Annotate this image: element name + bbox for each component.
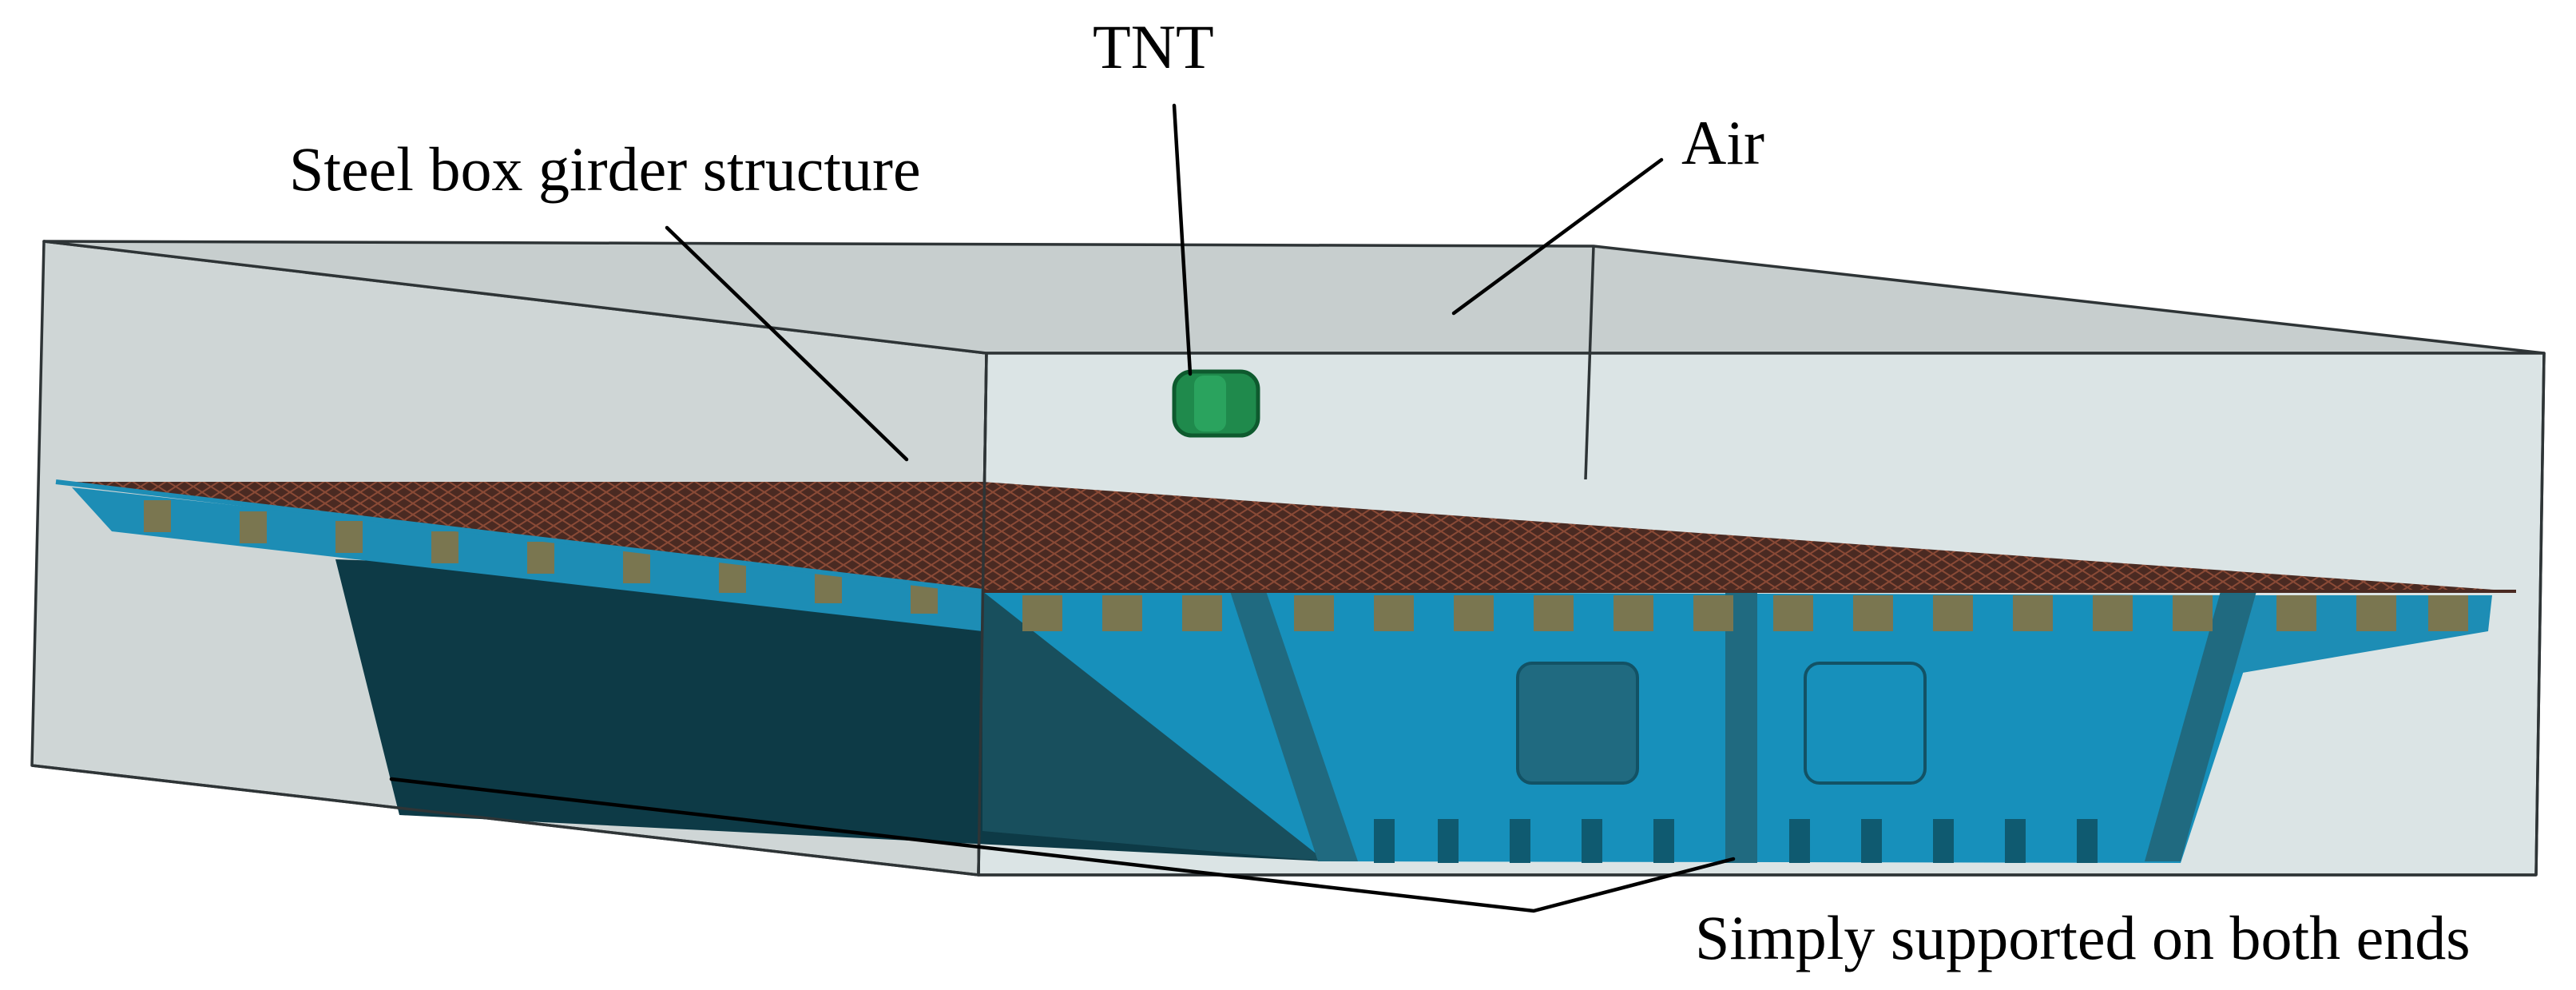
girder-right-inclined-web	[2145, 591, 2256, 861]
tnt-leader-line	[1172, 103, 1193, 376]
air-domain-front-edges	[31, 352, 2546, 877]
girder-deck-edge	[55, 479, 983, 594]
steel-box-girder-label: Steel box girder structure	[289, 134, 921, 204]
leader-lines	[389, 103, 1736, 913]
girder-access-opening-left	[1516, 662, 1639, 785]
steel-girder-leader-line	[665, 225, 909, 462]
air-domain-back-edge	[1584, 245, 1595, 480]
girder-deck-plate	[56, 482, 2516, 591]
girder-center-diaphragm	[1725, 591, 1757, 863]
air-label: Air	[1681, 108, 1764, 177]
girder-left-inclined-web	[1230, 591, 1358, 861]
tnt-charge	[1172, 369, 1260, 438]
supports-leader-line	[389, 777, 1736, 913]
steel-box-girder	[55, 479, 2516, 863]
girder-bottom-stiffeners	[1374, 819, 2098, 863]
supports-label: Simply supported on both ends	[1695, 903, 2471, 972]
girder-access-opening-right	[1804, 662, 1927, 785]
tnt-label: TNT	[1093, 12, 1214, 82]
girder-deck-u-ribs	[144, 500, 2468, 631]
air-leader-line	[1451, 157, 1664, 316]
